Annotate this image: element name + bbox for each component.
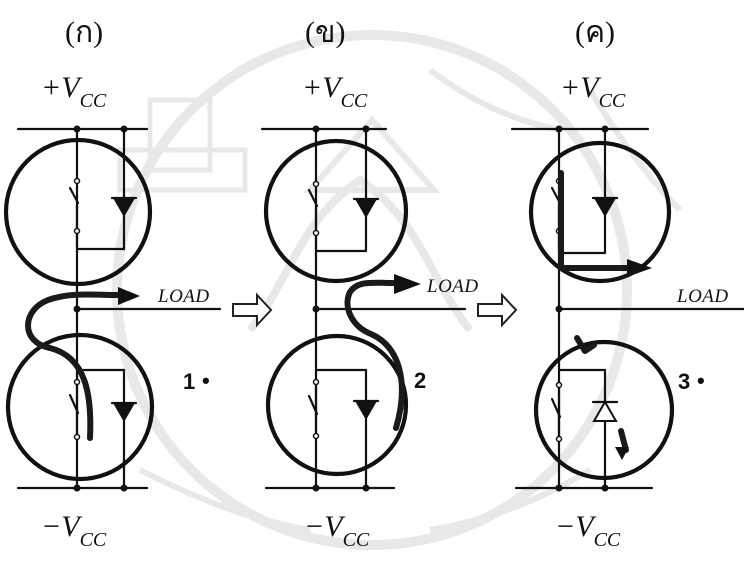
stage-1-step-bullet: •	[202, 368, 210, 393]
stage-3-label: (ค)	[575, 16, 615, 49]
stage-1-top-switch-blade	[68, 186, 80, 205]
stage-2-vcc-top: +VCC	[302, 71, 368, 112]
stage-2-vcc-bottom-sub: CC	[343, 529, 370, 551]
stage-1-bottom-switch-node-upper	[73, 378, 81, 386]
stage-2-load-label: LOAD	[426, 276, 479, 297]
stage-3-bottom-diode	[592, 400, 618, 422]
stage-2-top-switch-circle	[263, 138, 409, 284]
stage-2-top-switch-node-upper	[312, 180, 320, 188]
stage-3: (ค) +VCC −VCC	[510, 16, 744, 551]
stage-1-vcc-top-main: +V	[41, 71, 83, 104]
stage-1-load-label: LOAD	[157, 286, 210, 307]
stage-2-step-number: 2	[414, 368, 426, 393]
stage-3-vcc-top-main: +V	[560, 71, 602, 104]
stage-1-top-right-node	[120, 125, 128, 133]
stage-3-top-switch-circle	[528, 140, 672, 284]
transition-arrow-1	[232, 292, 273, 328]
transition-arrow-2	[477, 292, 518, 328]
stage-3-step-bullet: •	[697, 368, 705, 393]
stage-1-load-node	[73, 305, 81, 313]
stage-3-vcc-top-sub: CC	[599, 90, 626, 112]
stage-3-current-arrowhead-bottom	[615, 447, 629, 460]
stage-3-bottom-switch-blade	[550, 397, 562, 419]
stage-1-current-arrowhead	[118, 287, 140, 305]
stage-3-vcc-bottom-main: −V	[555, 510, 597, 543]
stage-3-current-arrowhead-top	[627, 259, 652, 277]
stage-2-current-path	[344, 279, 405, 431]
stage-2-vcc-bottom-main: −V	[304, 510, 346, 543]
stage-3-current-path-bottom-top	[574, 335, 597, 354]
stage-2-vcc-top-main: +V	[302, 71, 344, 104]
stage-1-bottom-node	[73, 484, 81, 492]
stage-2-label: (ข)	[305, 16, 346, 49]
stage-3-top-right-node	[601, 125, 609, 133]
stage-1-top-node	[73, 125, 81, 133]
stage-2-vcc-bottom: −VCC	[304, 510, 370, 551]
stage-1-bottom-diode	[113, 403, 135, 422]
stage-3-bottom-node	[555, 484, 563, 492]
stage-2: (ข) +VCC −VCC	[260, 16, 479, 551]
stage-3-vcc-bottom: −VCC	[555, 510, 621, 551]
stage-2-bottom-switch-node-upper	[312, 378, 320, 386]
stage-1-bottom-switch-blade	[68, 393, 80, 415]
stage-1-top-diode	[113, 198, 135, 217]
stage-1: (ก) +VCC −VCC	[3, 16, 222, 551]
stage-3-vcc-bottom-sub: CC	[594, 529, 621, 551]
stage-1-vcc-top: +VCC	[41, 71, 107, 112]
stage-3-top-diode	[594, 198, 616, 217]
stage-2-bottom-node	[312, 484, 320, 492]
stage-1-vcc-top-sub: CC	[80, 90, 107, 112]
stage-3-bottom-switch-node-upper	[555, 381, 563, 389]
stage-2-current-arrowhead	[394, 274, 421, 294]
stage-1-label: (ก)	[65, 16, 103, 49]
stage-2-top-right-node	[362, 125, 370, 133]
stage-3-load-node	[555, 305, 563, 313]
stage-1-vcc-bottom: −VCC	[41, 510, 107, 551]
stage-3-step-number: 3	[678, 369, 690, 394]
stage-1-vcc-bottom-sub: CC	[80, 529, 107, 551]
stage-3-bottom-switch-circle	[533, 339, 675, 481]
stage-1-top-switch-node-lower	[73, 227, 81, 235]
stage-1-bottom-switch-node-lower	[73, 433, 81, 441]
stage-2-bottom-switch-circle	[265, 333, 409, 477]
stage-2-top-switch-node-lower	[312, 229, 320, 237]
stage-2-bottom-switch-node-lower	[312, 432, 320, 440]
stage-1-step-number: 1	[183, 369, 195, 394]
stage-1-bottom-switch-circle	[5, 332, 155, 482]
transition-arrow-1-shape	[232, 292, 273, 328]
stage-2-load-node	[312, 305, 320, 313]
stage-2-bottom-right-node	[362, 484, 370, 492]
stage-1-top-switch-node-upper	[73, 177, 81, 185]
stage-1-bottom-right-node	[120, 484, 128, 492]
stage-2-vcc-top-sub: CC	[341, 90, 368, 112]
stage-3-bottom-right-node	[601, 484, 609, 492]
stage-3-load-label: LOAD	[676, 286, 729, 307]
stage-2-top-node	[312, 125, 320, 133]
stage-2-bottom-switch-blade	[307, 394, 319, 416]
stage-2-top-diode	[355, 199, 377, 218]
stage-3-current-path-top	[558, 170, 631, 271]
stage-1-vcc-bottom-main: −V	[41, 510, 83, 543]
stage-3-vcc-top: +VCC	[560, 71, 626, 112]
stage-3-current-path-bottom	[618, 428, 629, 453]
stage-3-bottom-switch-node-lower	[555, 435, 563, 443]
stage-1-current-path	[25, 291, 120, 441]
watermark-seal	[112, 30, 683, 550]
stage-2-bottom-diode	[355, 401, 377, 420]
stage-3-top-node	[555, 125, 563, 133]
transition-arrow-2-shape	[477, 292, 518, 328]
stage-1-top-switch-circle	[3, 137, 153, 287]
stage-2-top-switch-blade	[307, 188, 319, 208]
